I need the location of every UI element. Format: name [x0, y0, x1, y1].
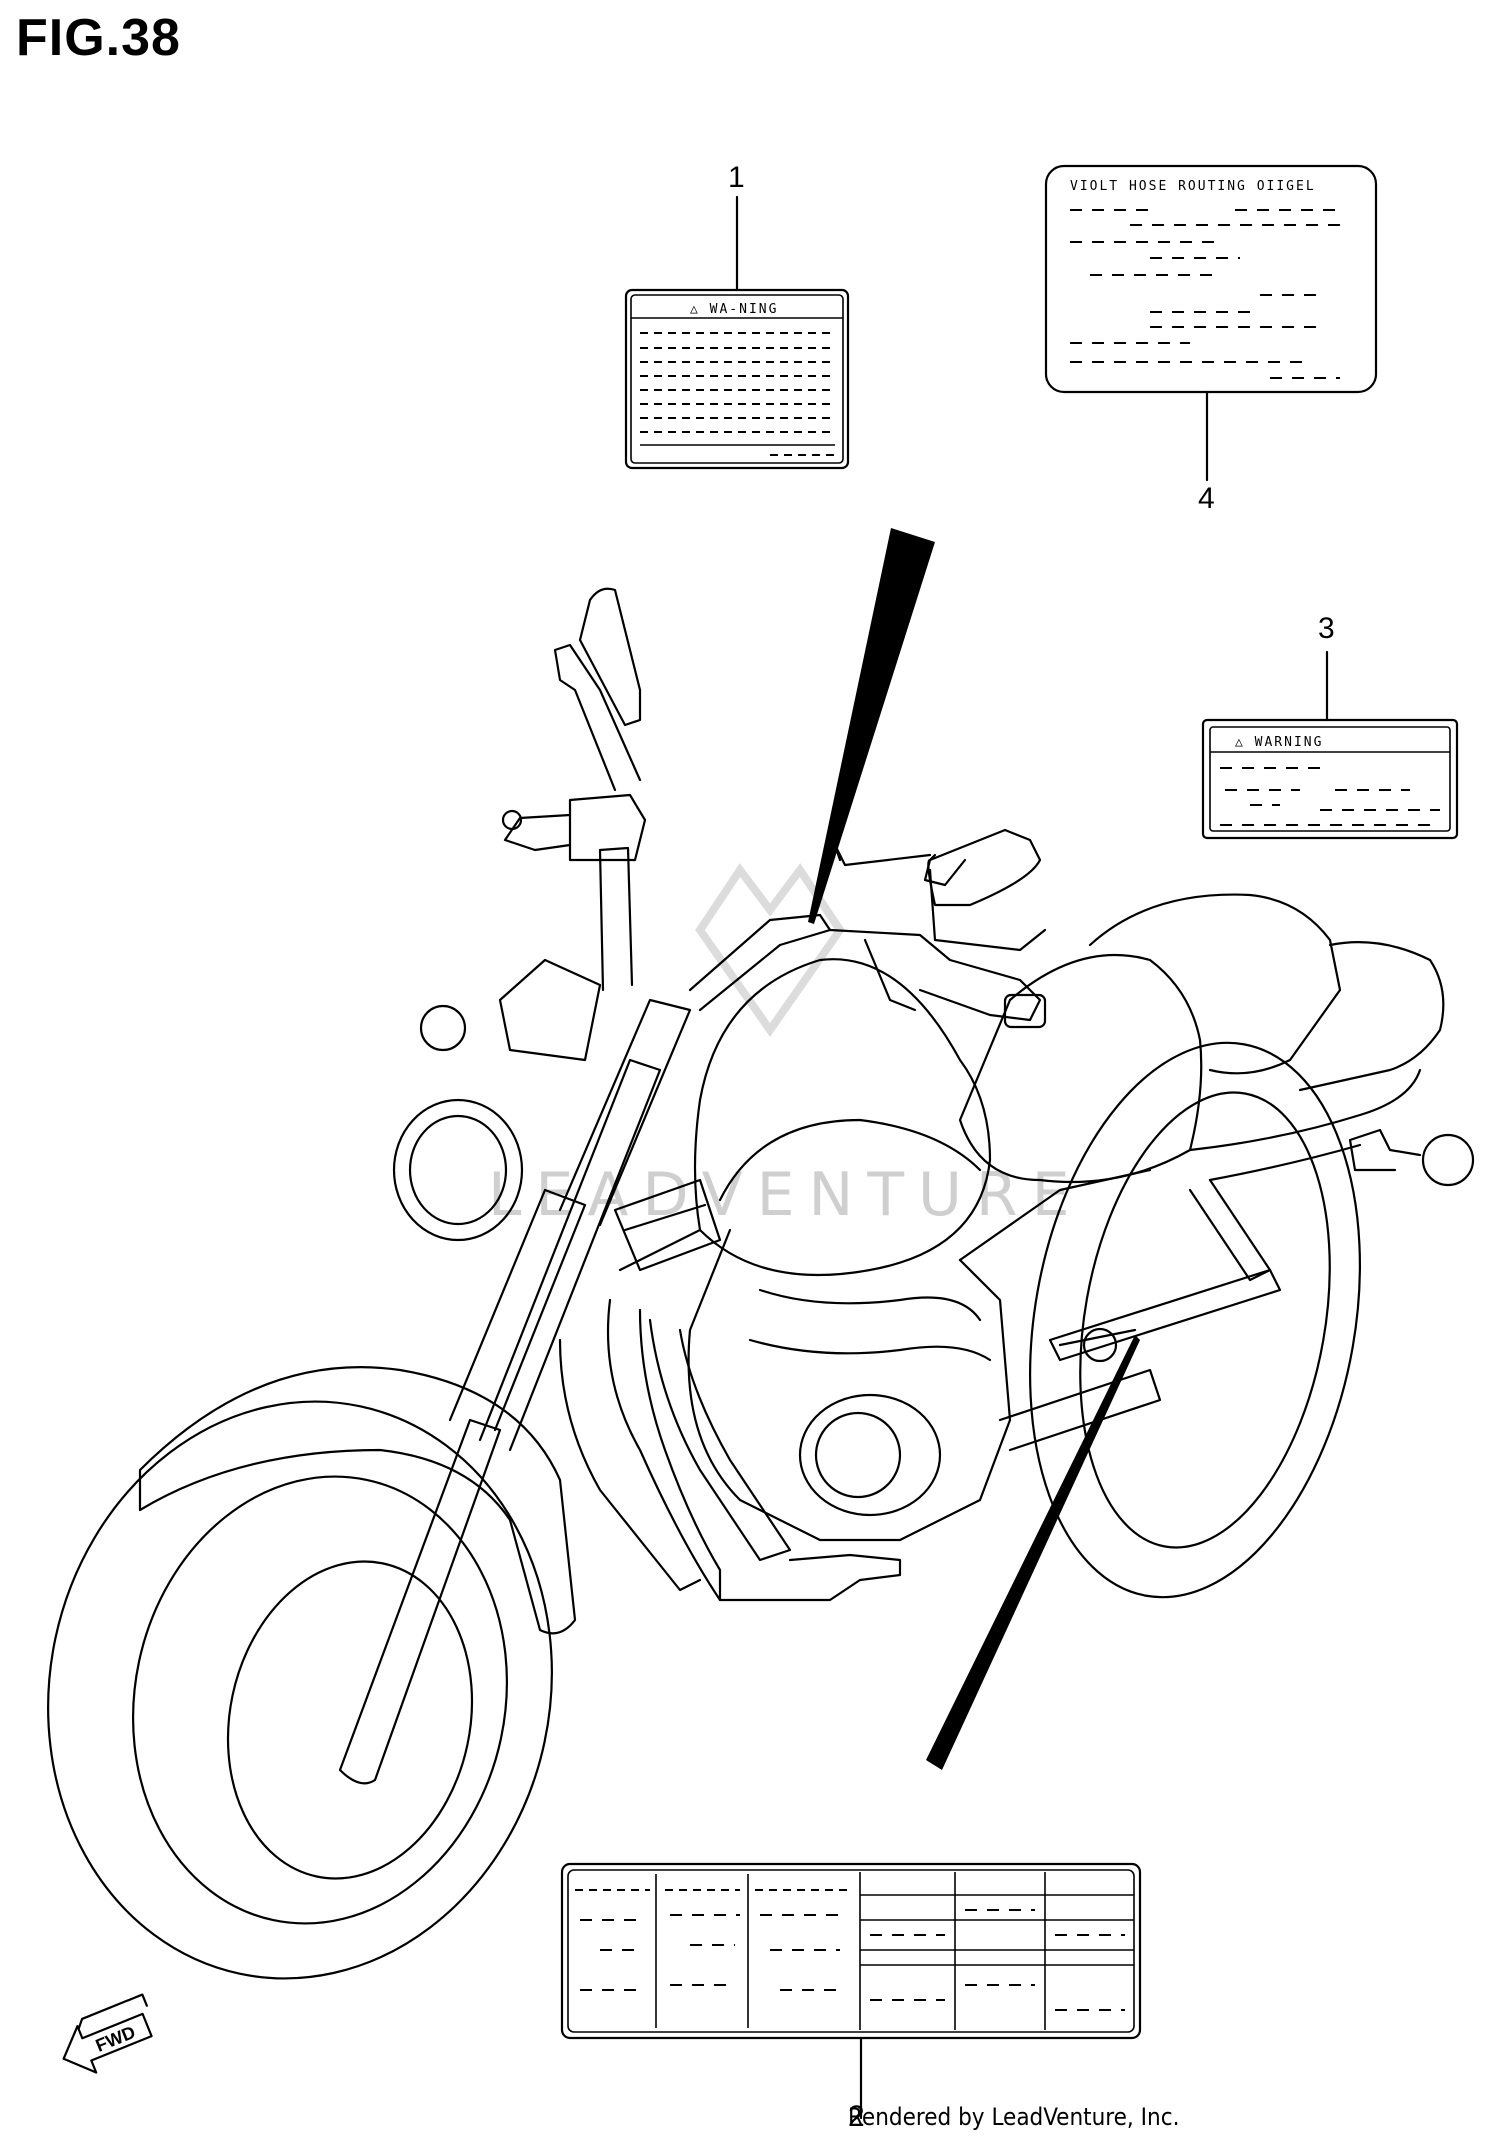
label-4-header: VIOLT HOSE ROUTING OIIGEL — [1070, 179, 1316, 194]
callout-1: 1 — [728, 161, 745, 194]
credit-text: Rendered by LeadVenture, Inc. — [848, 2103, 1180, 2131]
motorcycle-illustration — [47, 587, 1475, 1980]
pointer-wedge-upper — [808, 528, 935, 924]
label-1-header: △ WA-NING — [690, 302, 778, 317]
label-4[interactable]: VIOLT HOSE ROUTING OIIGEL — [1044, 164, 1378, 482]
callout-2: 2 — [848, 2100, 865, 2133]
watermark: LEADVENTURE — [488, 863, 1070, 1230]
pointer-wedge-lower — [926, 1335, 1140, 1770]
label-1[interactable]: △ WA-NING — [624, 195, 850, 470]
label-3[interactable]: △ WARNING — [1201, 650, 1459, 840]
label-3-header: △ WARNING — [1235, 735, 1323, 750]
label-2[interactable] — [560, 1862, 1142, 2120]
figure-title: FIG.38 — [16, 9, 181, 67]
callout-4: 4 — [1198, 482, 1215, 515]
callout-3: 3 — [1318, 612, 1335, 645]
fwd-arrow-icon: FWD — [62, 1993, 153, 2074]
